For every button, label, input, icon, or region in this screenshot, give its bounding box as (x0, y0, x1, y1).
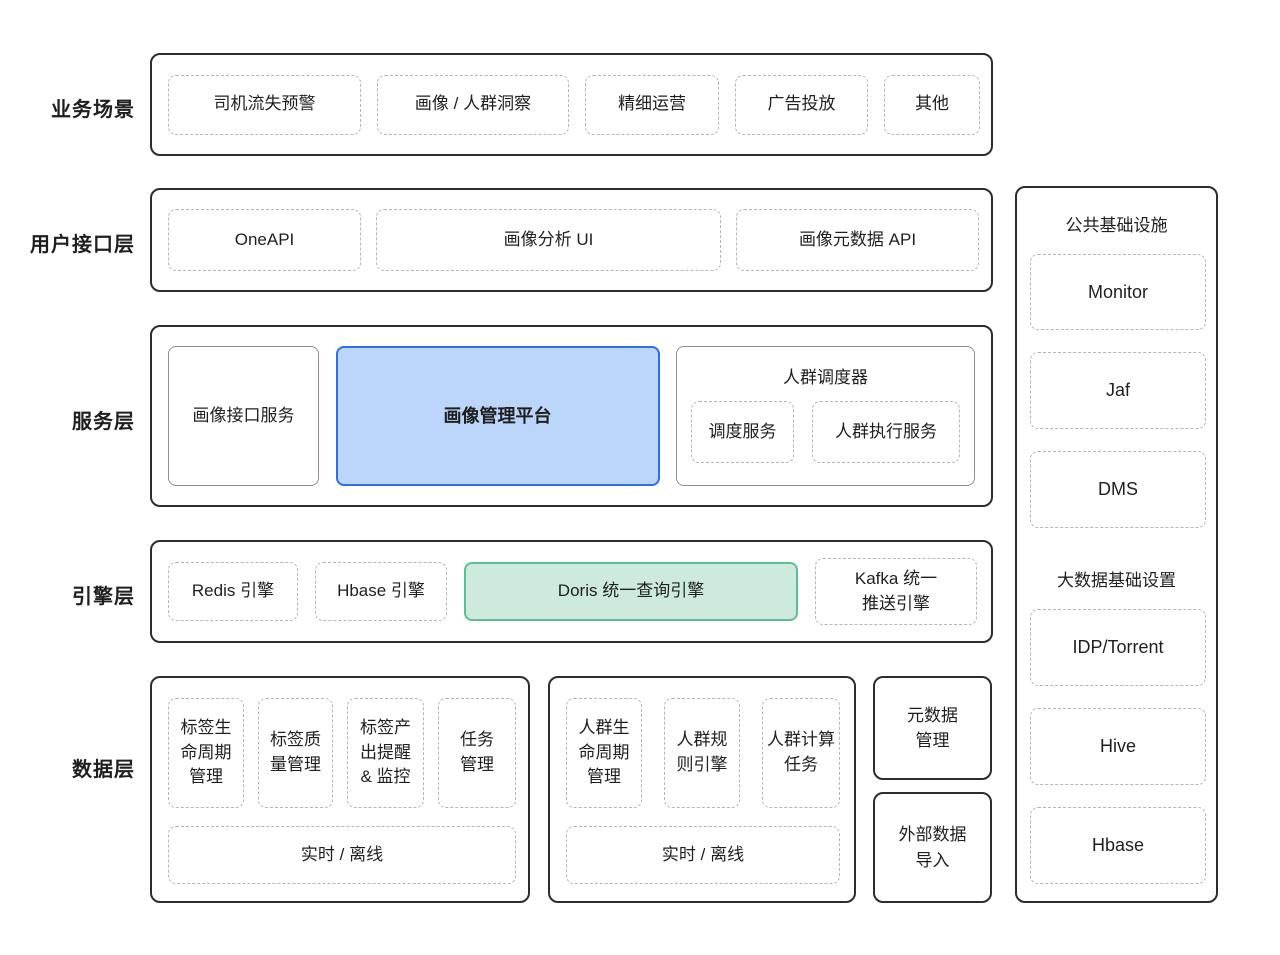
item-hbase: Hbase (1030, 807, 1206, 884)
layer-label-business: 业务场景 (51, 99, 135, 121)
item-crowd-rule-engine: 人群规则引擎 (664, 698, 740, 808)
item-external-data-import: 外部数据导入 (873, 792, 992, 903)
item-portrait-management-platform: 画像管理平台 (335, 346, 660, 486)
item-portrait-api-service: 画像接口服务 (168, 346, 319, 486)
layer-label-engine: 引擎层 (72, 586, 135, 608)
crowd-scheduler-items: 调度服务 人群执行服务 (691, 401, 960, 463)
crowd-group-items: 人群生命周期管理 人群规则引擎 人群计算任务 (566, 698, 840, 808)
item-metadata-management: 元数据管理 (873, 676, 992, 780)
item-realtime-offline-tags: 实时 / 离线 (168, 826, 516, 884)
engine-layer-box: Redis 引擎 Hbase 引擎 Doris 统一查询引擎 Kafka 统一 … (150, 540, 993, 643)
scenario-driver-churn-warning: 司机流失预警 (168, 74, 361, 135)
item-crowd-execution-service: 人群执行服务 (812, 401, 960, 463)
sidebar-bigdata-title: 大数据基础设置 (1057, 571, 1176, 590)
item-dispatch-service: 调度服务 (691, 401, 794, 463)
item-redis-engine: Redis 引擎 (168, 562, 298, 621)
item-tag-quality-management: 标签质量管理 (258, 698, 333, 808)
item-doris-unified-query-engine: Doris 统一查询引擎 (464, 562, 798, 621)
sidebar-infra-title: 公共基础设施 (1065, 216, 1168, 235)
layer-label-interface: 用户接口层 (30, 234, 135, 256)
business-layer-box: 司机流失预警 画像 / 人群洞察 精细运营 广告投放 其他 (150, 53, 993, 156)
item-jaf: Jaf (1030, 352, 1206, 429)
item-realtime-offline-crowd: 实时 / 离线 (566, 826, 840, 884)
item-task-management: 任务管理 (438, 698, 516, 808)
item-crowd-compute-task: 人群计算任务 (762, 698, 840, 808)
item-tag-lifecycle-management: 标签生命周期管理 (168, 698, 244, 808)
service-layer-box: 画像接口服务 画像管理平台 人群调度器 调度服务 人群执行服务 (150, 325, 993, 507)
item-portrait-metadata-api: 画像元数据 API (736, 209, 979, 271)
item-oneapi: OneAPI (168, 209, 361, 271)
group-crowd-scheduler: 人群调度器 调度服务 人群执行服务 (676, 346, 975, 486)
data-layer-tag-group-box: 标签生命周期管理 标签质量管理 标签产出提醒 & 监控 任务管理 实时 / 离线 (150, 676, 530, 903)
layer-label-service: 服务层 (72, 411, 135, 433)
scenario-ad-delivery: 广告投放 (735, 74, 868, 135)
user-interface-layer-box: OneAPI 画像分析 UI 画像元数据 API (150, 188, 993, 292)
scenario-portrait-crowd-insight: 画像 / 人群洞察 (377, 74, 569, 135)
item-portrait-analysis-ui: 画像分析 UI (376, 209, 721, 271)
tag-group-items: 标签生命周期管理 标签质量管理 标签产出提醒 & 监控 任务管理 (168, 698, 516, 808)
item-kafka-unified-push-engine: Kafka 统一 推送引擎 (815, 558, 977, 625)
item-hive: Hive (1030, 708, 1206, 785)
item-monitor: Monitor (1030, 254, 1206, 330)
item-dms: DMS (1030, 451, 1206, 528)
scenario-refined-operations: 精细运营 (585, 74, 719, 135)
item-crowd-lifecycle-management: 人群生命周期管理 (566, 698, 642, 808)
item-tag-output-alert-monitoring: 标签产出提醒 & 监控 (347, 698, 424, 808)
data-layer-crowd-group-box: 人群生命周期管理 人群规则引擎 人群计算任务 实时 / 离线 (548, 676, 856, 903)
crowd-scheduler-title: 人群调度器 (783, 368, 868, 387)
common-infrastructure-sidebar: 公共基础设施 Monitor Jaf DMS 大数据基础设置 IDP/Torre… (1015, 186, 1218, 903)
item-idp-torrent: IDP/Torrent (1030, 609, 1206, 686)
item-hbase-engine: Hbase 引擎 (315, 562, 447, 621)
layer-label-data: 数据层 (72, 759, 135, 781)
scenario-other: 其他 (884, 74, 980, 135)
